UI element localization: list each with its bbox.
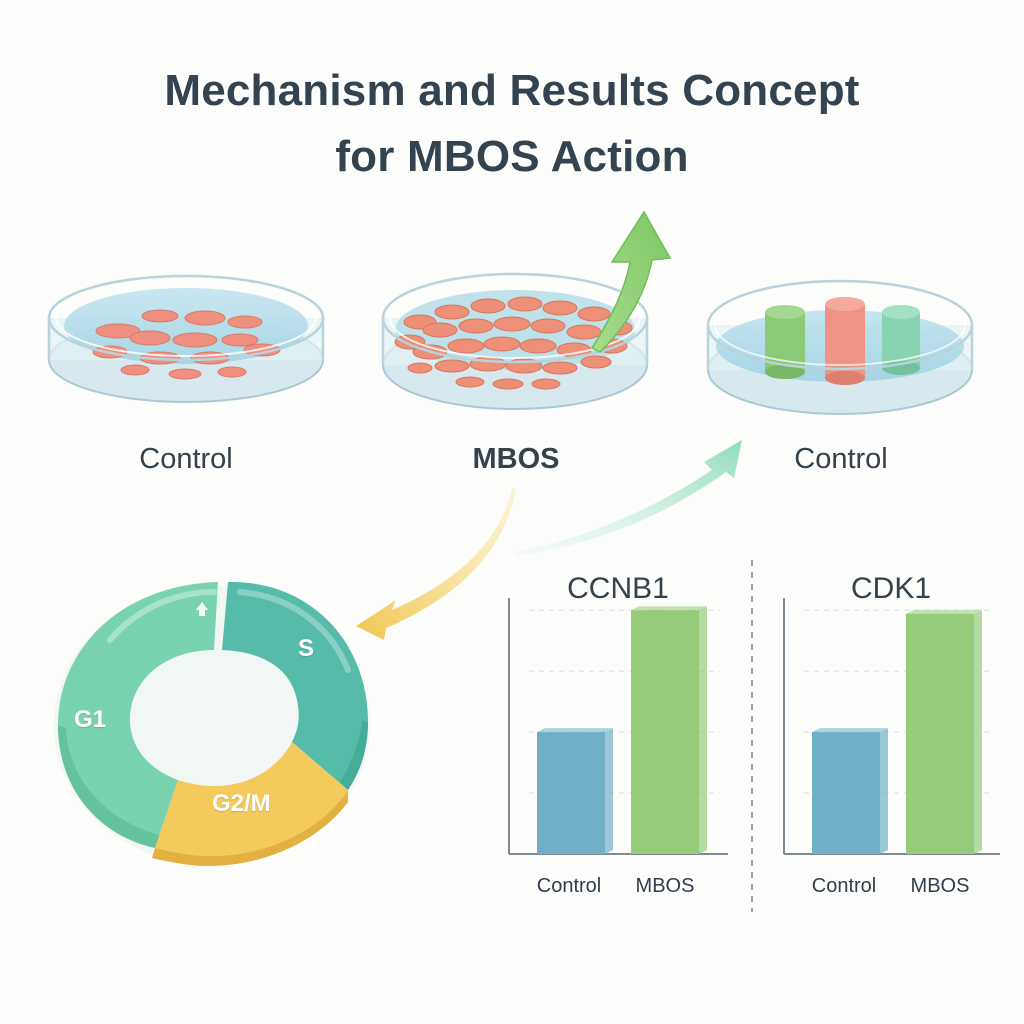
phase-label-g1: G1 [74,706,107,733]
bar-top [631,606,707,611]
petri-dish-columns [706,279,974,415]
cell-cycle-ring [54,581,370,866]
bar-top [537,728,613,733]
bar-mbos [906,613,974,854]
bar-side [974,609,982,854]
bar-side [880,728,888,854]
tick-label-control-ccnb1: Control [536,875,602,897]
bar-top [812,728,888,733]
phase-label-g2m: G2/M [212,790,271,817]
bar-side [699,606,707,854]
title-line-1: Mechanism and Results Concept [164,66,860,115]
bar-control [537,732,605,854]
dish-label-mbos: MBOS [472,443,560,475]
tick-label-control-cdk1: Control [811,875,877,897]
tick-label-mbos-cdk1: MBOS [910,875,970,897]
phase-label-s: S [298,635,315,662]
chart-title-ccnb1: CCNB1 [567,572,669,605]
increase-arrow [590,210,672,353]
bar-mbos [631,610,699,854]
figure-title: Mechanism and Results Concept for MBOS A… [0,58,1024,190]
chart-title-cdk1: CDK1 [850,572,932,605]
bar-top [906,609,982,614]
dish-label-control: Control [139,443,233,475]
title-line-2: for MBOS Action [335,132,689,181]
tick-label-mbos-ccnb1: MBOS [635,875,695,897]
petri-dish-mbos [381,272,649,410]
petri-dish-control [47,274,325,403]
dish-label-control-columns: Control [794,443,888,475]
yellow-arrow [356,488,516,640]
marker-icon [196,602,208,616]
bar-control [812,732,880,854]
bar-side [605,728,613,854]
